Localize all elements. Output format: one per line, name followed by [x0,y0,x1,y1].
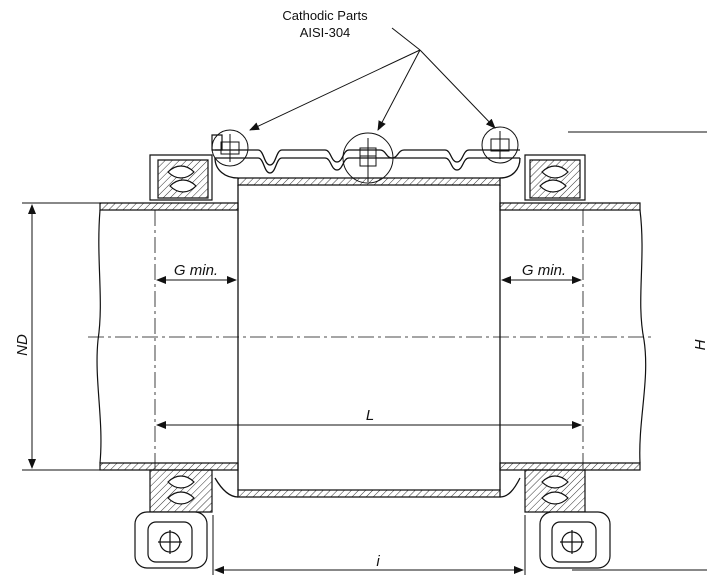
label-h: H [692,339,707,350]
label-g-min-left: G min. [174,262,218,279]
cathodic-detail-left-icon [211,129,249,167]
left-bottom-bolt-icon [158,530,182,554]
centerlines [88,210,655,470]
label-nd: ND [14,334,31,356]
right-bottom-bolt-icon [560,530,584,554]
right-bottom-gland [524,469,611,569]
label-g-min-right: G min. [522,262,566,279]
coupling-body [214,149,521,498]
cathodic-detail-center-icon [342,132,394,184]
label-i: i [376,553,380,570]
left-bottom-gland [134,469,213,569]
callout-line-2: AISI-304 [300,25,351,40]
label-l: L [366,407,374,424]
callout-line-1: Cathodic Parts [282,8,368,23]
dimension-h [568,131,707,571]
dimension-nd [22,202,100,471]
right-top-gland [524,154,586,201]
cathodic-detail-right-icon [481,126,519,164]
left-pipe [96,202,239,471]
callout-leaders [249,27,496,131]
right-pipe [499,202,647,471]
dimension-i [212,515,526,575]
left-top-gland [149,134,223,201]
